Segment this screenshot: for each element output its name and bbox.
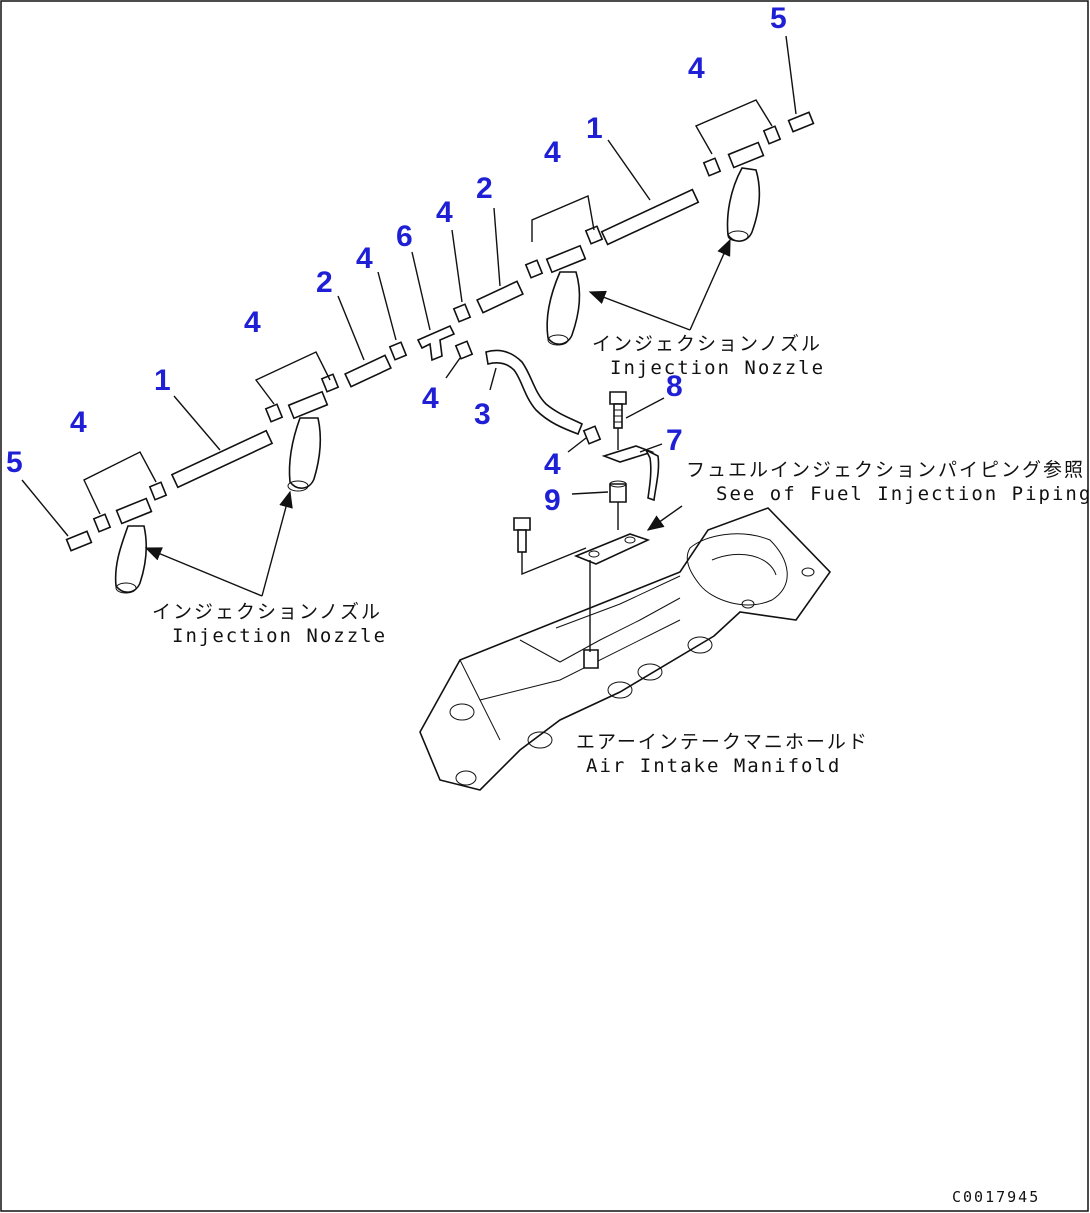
callout-9: 9 [544,484,561,517]
note-fuel-piping-en: See of Fuel Injection Piping [716,483,1090,505]
spacer-9 [609,480,627,503]
drawing-code: C0017945 [952,1188,1040,1206]
clamp-far-left-a [148,481,168,501]
tee-joint-6 [416,324,456,362]
note-manifold-jp: エアーインテークマニホールド [576,731,869,753]
callout-2-upper: 2 [476,172,493,205]
callout-4-mid: 4 [356,242,373,275]
clamp-upper-mid-b [524,259,544,279]
callout-4-upper-mid: 4 [544,136,561,169]
injection-nozzle-left [114,497,153,594]
clamp-upper-left [452,303,472,323]
callout-5-left: 5 [6,446,23,479]
callout-4-hose-end: 4 [544,448,561,481]
callout-6: 6 [396,220,413,253]
clamp-left-group-a [320,373,340,393]
clamp-mid-b [454,340,474,360]
note-nozzle-left-jp: インジェクションノズル [152,601,382,623]
bolt-lower [513,517,531,553]
return-hose-3 [485,349,584,436]
fuel-hose-2-upper [476,280,524,314]
clamp-right-b [702,157,722,177]
clamp-left-group-b [264,403,284,423]
callout-7: 7 [666,424,683,457]
fuel-hose-1-left [170,429,274,489]
bracket-7 [601,445,660,502]
injection-nozzle-center [545,244,587,346]
injection-nozzle-right [726,141,765,242]
bolt-8 [609,391,627,429]
clamp-right-a [762,125,782,145]
leader-lines [21,35,797,652]
note-manifold-en: Air Intake Manifold [586,755,841,777]
callout-1-upper: 1 [586,112,603,145]
note-nozzle-right-en: Injection Nozzle [610,357,825,379]
callout-4-left-group: 4 [244,306,261,339]
air-intake-manifold [419,507,832,791]
fuel-hose-2-mid [344,354,392,388]
callout-1-left: 1 [154,364,171,397]
callout-5-right: 5 [770,2,787,35]
callout-4-hose-top: 4 [422,382,439,415]
callout-8: 8 [666,370,683,403]
note-nozzle-right-jp: インジェクションノズル [592,333,822,355]
injection-nozzle-left-center [287,390,329,492]
callout-4-upper-right: 4 [688,52,705,85]
note-fuel-piping-jp: フュエルインジェクションパイピング参照 [686,459,1085,481]
callout-3: 3 [474,398,491,431]
callout-2-mid: 2 [316,266,333,299]
cap-right [787,111,815,133]
note-nozzle-left-en: Injection Nozzle [172,625,387,647]
callout-4-far-left: 4 [70,406,87,439]
clamp-upper-mid-a [584,225,604,245]
clamp-far-left-b [92,513,112,533]
clamp-mid-a [388,341,408,361]
clamp-hose-end [582,425,602,445]
callout-4-upper-left: 4 [436,196,453,229]
cap-left [65,530,93,552]
fuel-hose-1-upper [600,188,700,246]
